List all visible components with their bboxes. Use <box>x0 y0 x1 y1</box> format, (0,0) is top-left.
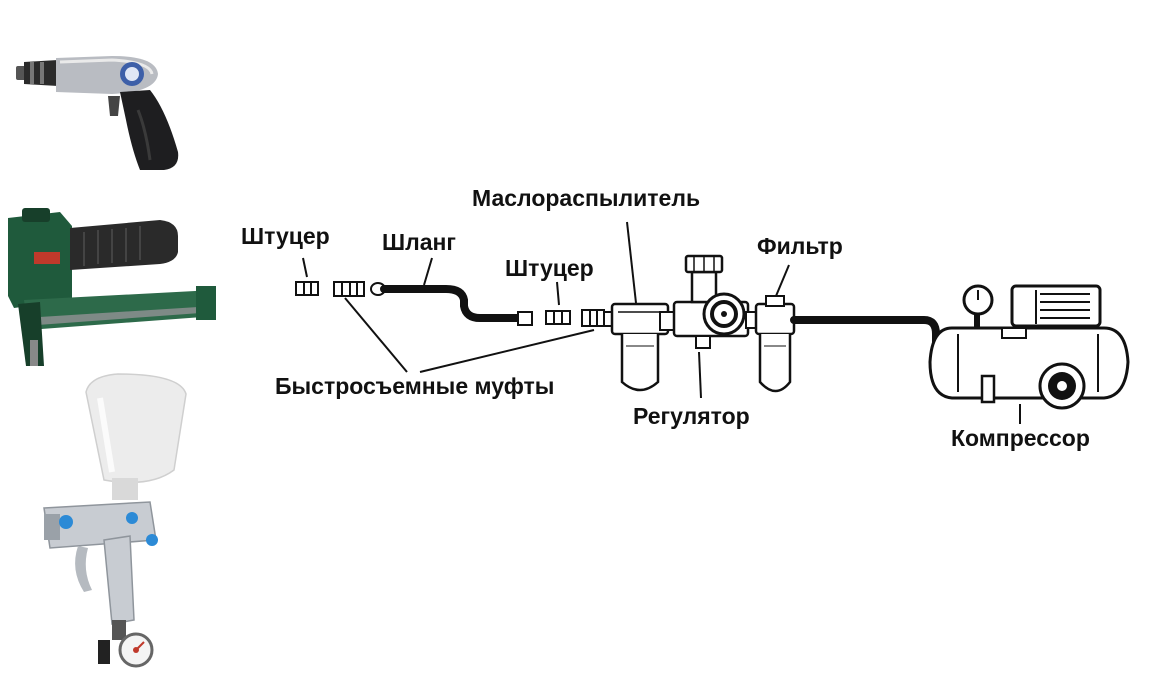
label-quick-couplings: Быстросъемные муфты <box>275 373 554 399</box>
hose <box>370 282 533 326</box>
compressor-unit <box>928 284 1130 410</box>
label-compressor: Компрессор <box>951 425 1090 451</box>
filter-unit <box>745 295 796 393</box>
leader-regulator <box>698 351 702 399</box>
fitting-right <box>545 310 571 325</box>
air-drill-icon <box>16 56 179 170</box>
quick-coupling-left <box>333 281 365 297</box>
spray-gun-icon <box>43 373 187 668</box>
quick-coupling-right <box>581 309 605 327</box>
label-regulator: Регулятор <box>633 403 750 429</box>
supply-hose <box>790 316 940 354</box>
leader-filter <box>775 264 790 297</box>
leader-coupling-left <box>344 297 408 373</box>
label-fitting-left: Штуцер <box>241 223 330 249</box>
label-lubricator: Маслораспылитель <box>472 185 700 211</box>
leader-lines <box>302 221 1021 424</box>
leader-fitting-right <box>556 281 560 306</box>
leader-fitting-left <box>302 257 308 278</box>
regulator-unit <box>672 254 750 349</box>
leader-lubricator <box>626 221 637 304</box>
leader-hose <box>423 257 433 286</box>
fitting-left <box>295 281 319 296</box>
lubricator-unit <box>603 302 675 392</box>
label-filter: Фильтр <box>757 233 843 259</box>
label-fitting-right: Штуцер <box>505 255 594 281</box>
air-stapler-icon <box>8 208 216 366</box>
label-hose: Шланг <box>382 229 456 255</box>
leader-coupling-right <box>419 329 595 373</box>
